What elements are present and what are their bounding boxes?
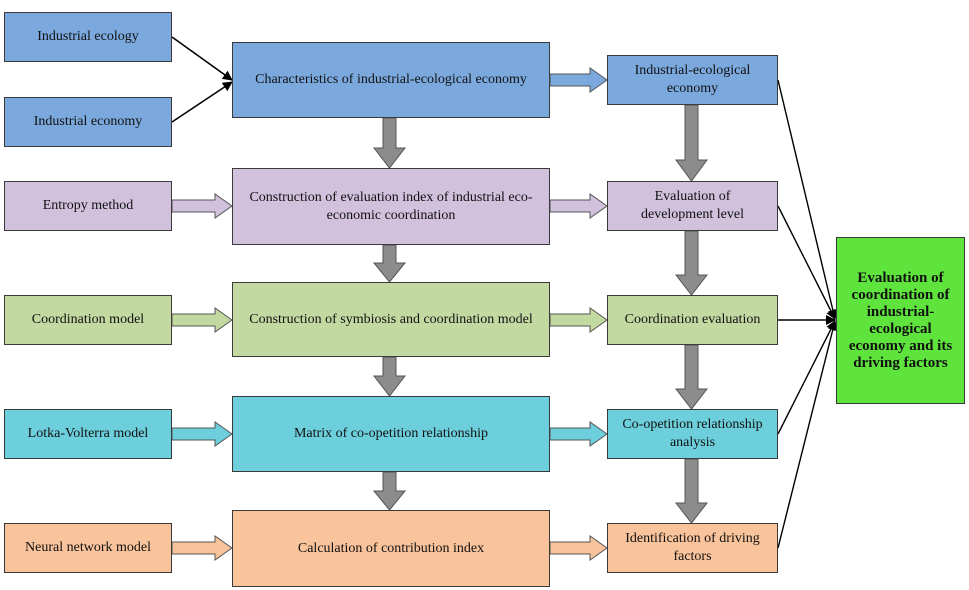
down-arrow-right-2 <box>674 230 709 296</box>
economy-to-characteristics-arrow <box>171 81 233 123</box>
index-construction-box: Construction of evaluation index of indu… <box>232 168 550 245</box>
index-to-development-arrow <box>549 193 608 219</box>
coordination-evaluation-box: Coordination evaluation <box>607 295 778 345</box>
driving-to-result-line <box>777 320 838 549</box>
contribution-index-box: Calculation of contribution index <box>232 510 550 587</box>
neural-network-box: Neural network model <box>4 523 172 573</box>
neural-network-label: Neural network model <box>25 540 151 555</box>
result-box: Evaluation of coordination of industrial… <box>836 237 965 404</box>
index-construction-label: Construction of evaluation index of indu… <box>249 189 533 223</box>
down-arrow-right-3 <box>674 344 709 410</box>
down-arrow-mid-3 <box>372 356 407 397</box>
entropy-method-label: Entropy method <box>42 198 134 213</box>
coordination-model-label: Coordination model <box>31 312 145 327</box>
ecology-to-characteristics-arrow <box>171 36 233 81</box>
industrial-economy-box: Industrial economy <box>4 97 172 147</box>
coordination-to-symbiosis-arrow <box>171 307 233 333</box>
symbiosis-to-coordination-arrow <box>549 307 608 333</box>
lotka-volterra-label: Lotka-Volterra model <box>27 426 149 441</box>
coopetition-matrix-box: Matrix of co-opetition relationship <box>232 396 550 472</box>
lotka-volterra-box: Lotka-Volterra model <box>4 409 172 459</box>
industrial-ecology-label: Industrial ecology <box>37 29 139 44</box>
symbiosis-model-box: Construction of symbiosis and coordinati… <box>232 282 550 357</box>
coordination-model-box: Coordination model <box>4 295 172 345</box>
contribution-to-driving-arrow <box>549 535 608 561</box>
characteristics-label: Characteristics of industrial-ecological… <box>255 72 527 87</box>
driving-factors-label: Identification of driving factors <box>625 531 760 564</box>
characteristics-box: Characteristics of industrial-ecological… <box>232 42 550 118</box>
down-arrow-right-4 <box>674 458 709 524</box>
coopetition-analysis-label: Co-opetition relationship analysis <box>622 417 763 450</box>
coordination-evaluation-label: Coordination evaluation <box>624 312 761 327</box>
entropy-method-box: Entropy method <box>4 181 172 231</box>
neural-to-contribution-arrow <box>171 535 233 561</box>
result-label: Evaluation of coordination of industrial… <box>848 269 953 371</box>
coopetition-analysis-box: Co-opetition relationship analysis <box>607 409 778 459</box>
development-to-result-line <box>777 205 836 320</box>
industrial-ecology-box: Industrial ecology <box>4 12 172 62</box>
down-arrow-mid-4 <box>372 471 407 511</box>
coopetition-matrix-label: Matrix of co-opetition relationship <box>293 426 488 441</box>
down-arrow-mid-1 <box>372 117 407 169</box>
characteristics-to-economy-arrow <box>549 67 608 93</box>
driving-factors-box: Identification of driving factors <box>607 523 778 573</box>
contribution-index-label: Calculation of contribution index <box>297 540 485 556</box>
down-arrow-right-1 <box>675 104 708 182</box>
coopetition-to-result-line <box>777 320 836 435</box>
development-level-label: Evaluation of development level <box>640 189 745 222</box>
eco-economy-box: Industrial-ecological economy <box>607 55 778 105</box>
matrix-to-coopetition-arrow <box>549 421 608 447</box>
symbiosis-model-label: Construction of symbiosis and coordinati… <box>249 311 533 327</box>
development-level-box: Evaluation of development level <box>607 181 778 231</box>
down-arrow-mid-2 <box>372 244 407 283</box>
lotka-to-matrix-arrow <box>171 421 233 447</box>
industrial-economy-label: Industrial economy <box>33 114 143 129</box>
entropy-to-index-arrow <box>171 193 233 219</box>
economy-to-result-line <box>777 79 838 320</box>
eco-economy-label: Industrial-ecological economy <box>634 63 751 96</box>
